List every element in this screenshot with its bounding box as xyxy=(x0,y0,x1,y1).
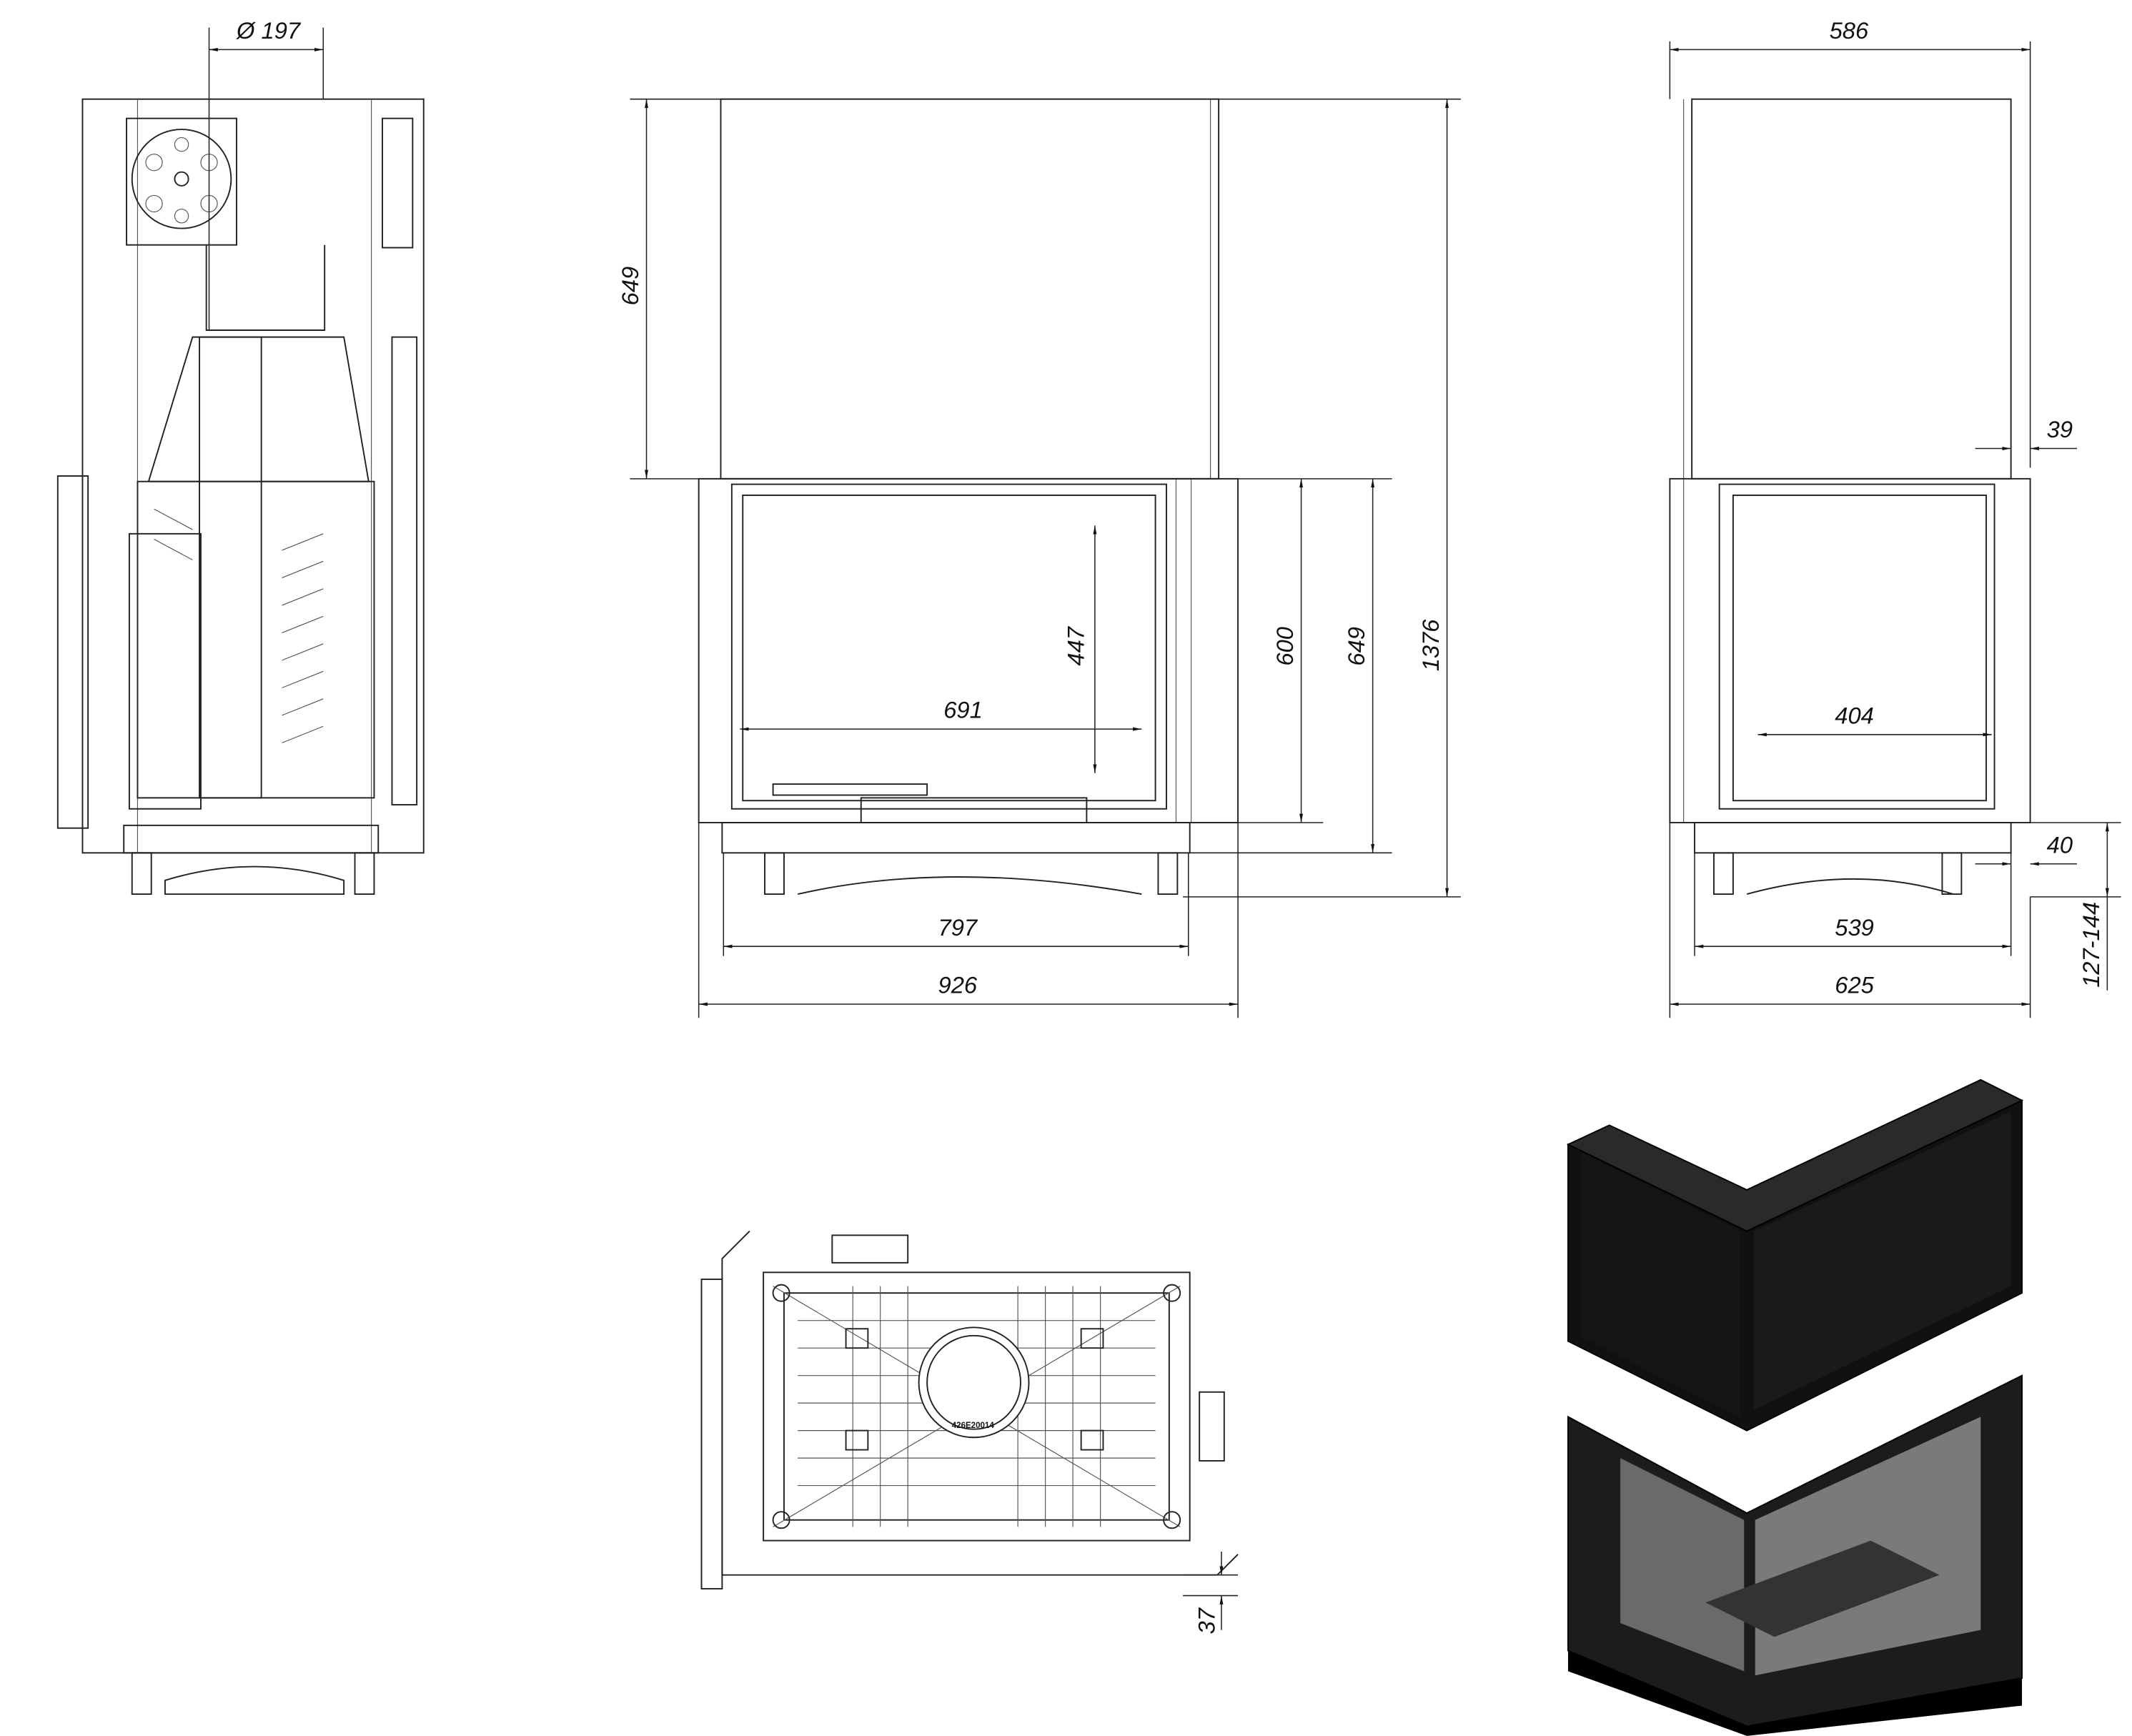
isometric-render xyxy=(1566,1078,2024,1736)
dim-glass-height: 447 xyxy=(1063,625,1089,665)
dim-lower-height: 649 xyxy=(1343,627,1369,666)
serial-number: 426E20014 xyxy=(952,1422,995,1430)
dim-leg-height: 127-144 xyxy=(2078,902,2104,988)
dim-top-height: 649 xyxy=(617,267,643,306)
dim-total-height: 1376 xyxy=(1417,619,1444,672)
dim-inner-width-side: 539 xyxy=(1835,914,1874,941)
front-view: 649 447 691 600 649 1376 797 926 xyxy=(617,98,1461,1018)
flue-circle-bottom xyxy=(918,1326,1030,1439)
dim-total-width: 926 xyxy=(938,972,978,998)
flue-outlet-circle xyxy=(131,129,232,229)
dim-door-height: 600 xyxy=(1271,627,1298,666)
dim-glass-width: 691 xyxy=(943,697,983,723)
dim-top-width: 586 xyxy=(1830,17,1869,44)
dim-offset-bottom: 40 xyxy=(2047,831,2073,858)
dim-inner-width: 797 xyxy=(938,914,978,941)
dim-offset-top: 39 xyxy=(2047,416,2073,442)
dim-total-width-side: 625 xyxy=(1835,972,1874,998)
dim-bottom-offset: 37 xyxy=(1193,1607,1219,1634)
side-view-left: Ø 197 xyxy=(56,17,425,896)
dim-glass-width-side: 404 xyxy=(1835,702,1874,728)
bottom-view: 426E20014 37 xyxy=(700,1230,1239,1634)
dim-diameter: Ø 197 xyxy=(236,17,302,44)
side-view-right: 586 39 404 40 127-144 539 625 xyxy=(1669,17,2121,1018)
